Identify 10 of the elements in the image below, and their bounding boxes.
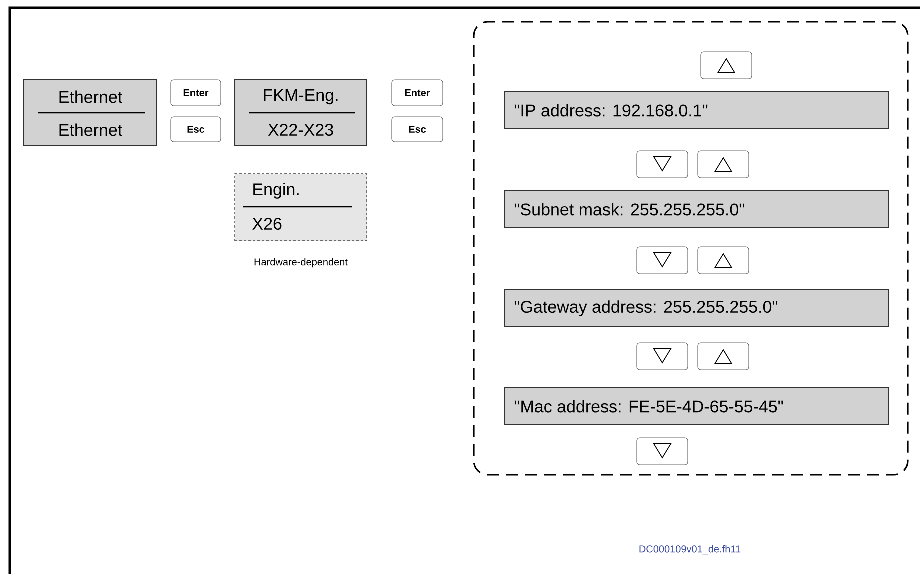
- key-button: Esc: [392, 116, 444, 142]
- key-button: Esc: [170, 116, 222, 142]
- key-button: Enter: [170, 80, 222, 106]
- hint-text: Hardware-dependent: [254, 258, 348, 268]
- display-box: Engin. X26: [234, 174, 368, 242]
- file-code: DC000109v01_de.fh11: [640, 545, 741, 555]
- display-box: FKM-Eng. X22-X23: [234, 80, 368, 146]
- dashed-frame: [473, 21, 909, 476]
- display-box: Ethernet Ethernet: [24, 80, 158, 146]
- key-button: Enter: [392, 80, 444, 106]
